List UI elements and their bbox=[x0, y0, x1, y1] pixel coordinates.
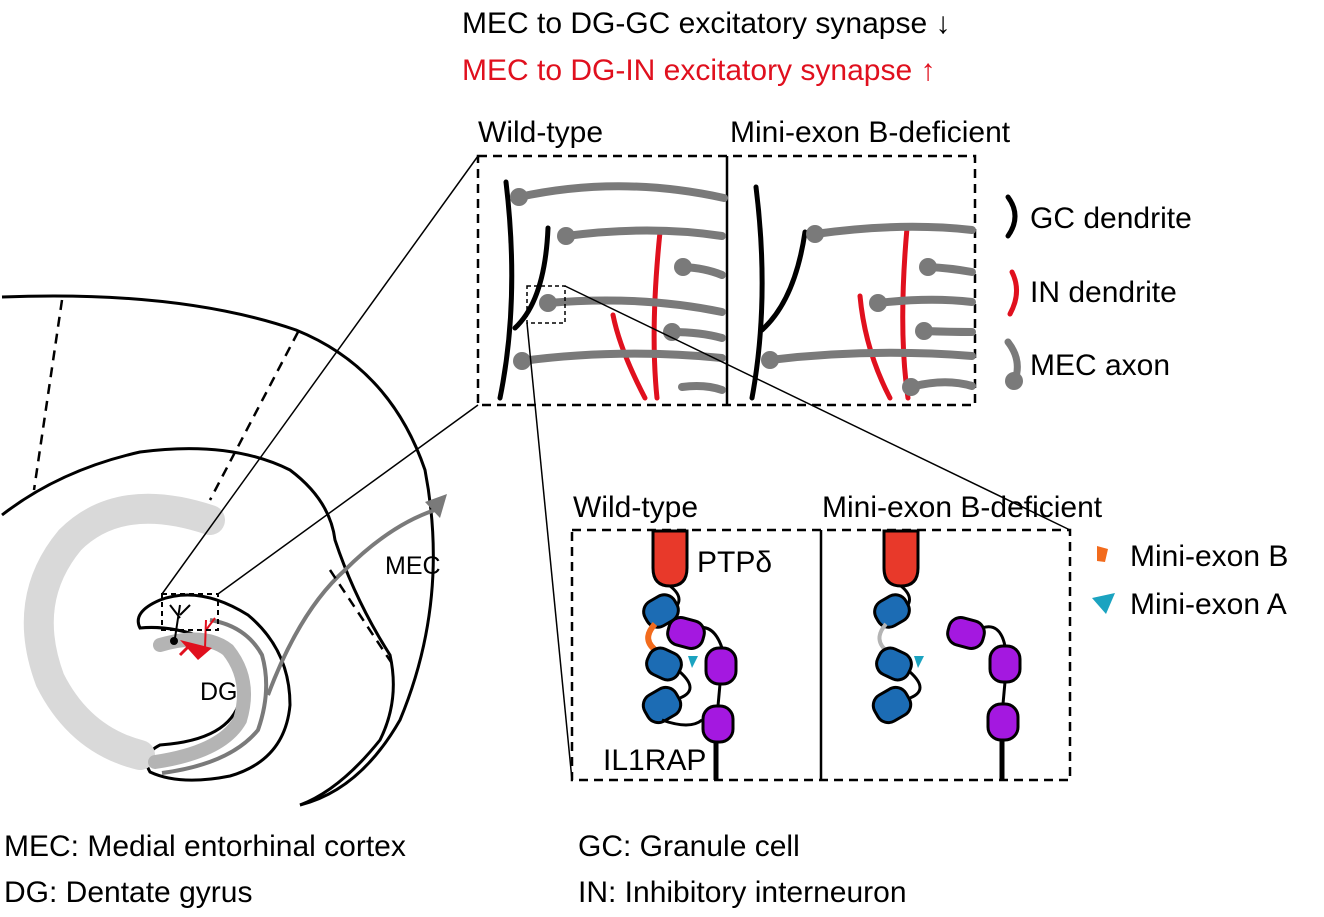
mini-exon-a-legend-label: Mini-exon A bbox=[1130, 588, 1287, 621]
cortex-dash-2 bbox=[208, 331, 300, 501]
zoom-line-mol-left bbox=[526, 322, 573, 781]
brain-zoom-box bbox=[161, 593, 219, 631]
in-dendrite-legend-label: IN dendrite bbox=[1030, 276, 1177, 309]
def-ptp-delta bbox=[871, 529, 924, 725]
synapse-wild-type-title: Wild-type bbox=[478, 116, 603, 149]
synapse-deficient-title: Mini-exon B-deficient bbox=[730, 116, 1011, 149]
wt-gc-dendrite bbox=[497, 179, 551, 401]
cortex-dash-1 bbox=[32, 299, 64, 491]
cortex-dash-3 bbox=[328, 569, 395, 666]
dg-granule-layer bbox=[148, 632, 251, 769]
gc-neuron-small bbox=[169, 604, 191, 645]
ptp-delta-label: PTPδ bbox=[697, 546, 772, 579]
wt-synapse-zoom-box bbox=[526, 285, 566, 324]
dg-label: DG bbox=[200, 678, 238, 706]
in-neuron-small bbox=[178, 617, 216, 660]
wt-mec-axons bbox=[515, 182, 728, 394]
synapse-legend: GC dendrite IN dendrite MEC axon bbox=[1004, 194, 1192, 390]
mec-neuron-triangle bbox=[425, 494, 447, 518]
def-il1rap bbox=[946, 616, 1022, 780]
mec-perforant-path bbox=[266, 508, 436, 696]
brain-section: MEC DG bbox=[1, 294, 447, 807]
cortex-outline bbox=[1, 294, 435, 807]
dg-inner-layer bbox=[161, 618, 269, 775]
zoom-line-mol-right bbox=[564, 285, 1071, 531]
wt-il1rap bbox=[666, 616, 738, 780]
in-dendrite-legend-icon bbox=[1007, 269, 1019, 317]
header-gc-synapse: MEC to DG-GC excitatory synapse ↓ bbox=[462, 7, 950, 40]
synapse-panel bbox=[476, 154, 977, 407]
abbrev-gc: GC: Granule cell bbox=[578, 830, 800, 863]
zoom-line-top bbox=[161, 155, 479, 595]
abbrev-mec: MEC: Medial entorhinal cortex bbox=[4, 830, 406, 863]
def-axon-boutons bbox=[761, 225, 937, 396]
mini-exon-b-legend-icon bbox=[1097, 546, 1108, 562]
molecular-deficient-title: Mini-exon B-deficient bbox=[822, 491, 1103, 524]
def-in-dendrite bbox=[857, 225, 911, 401]
def-gc-dendrite bbox=[749, 184, 808, 401]
wt-axon-boutons bbox=[510, 188, 692, 370]
gc-dendrite-legend-label: GC dendrite bbox=[1030, 202, 1192, 235]
gc-dendrite-legend-icon bbox=[1005, 194, 1018, 239]
mini-exon-a-legend-icon bbox=[1092, 593, 1115, 614]
il1rap-label: IL1RAP bbox=[603, 744, 706, 777]
molecular-panel: PTPδ IL1RAP bbox=[570, 528, 1072, 782]
wt-mini-exon-a-marker bbox=[688, 656, 698, 668]
wt-in-dendrite bbox=[610, 229, 663, 401]
def-mini-exon-a-marker bbox=[914, 656, 924, 668]
ventricle-c-shape bbox=[23, 493, 225, 770]
abbrev-in: IN: Inhibitory interneuron bbox=[578, 876, 907, 909]
wt-ptp-delta bbox=[641, 529, 703, 727]
cortex-inner-boundary bbox=[1, 447, 395, 807]
mec-axon-legend-label: MEC axon bbox=[1030, 349, 1170, 382]
mec-label: MEC bbox=[385, 552, 441, 580]
zoom-line-bottom bbox=[217, 404, 479, 595]
abbrev-dg: DG: Dentate gyrus bbox=[4, 876, 252, 909]
molecular-legend: Mini-exon B Mini-exon A bbox=[1092, 540, 1288, 621]
header-in-synapse: MEC to DG-IN excitatory synapse ↑ bbox=[462, 54, 935, 87]
mec-axon-legend-bouton bbox=[1005, 372, 1023, 390]
mini-exon-b-legend-label: Mini-exon B bbox=[1130, 540, 1288, 573]
molecular-wild-type-title: Wild-type bbox=[573, 491, 698, 524]
